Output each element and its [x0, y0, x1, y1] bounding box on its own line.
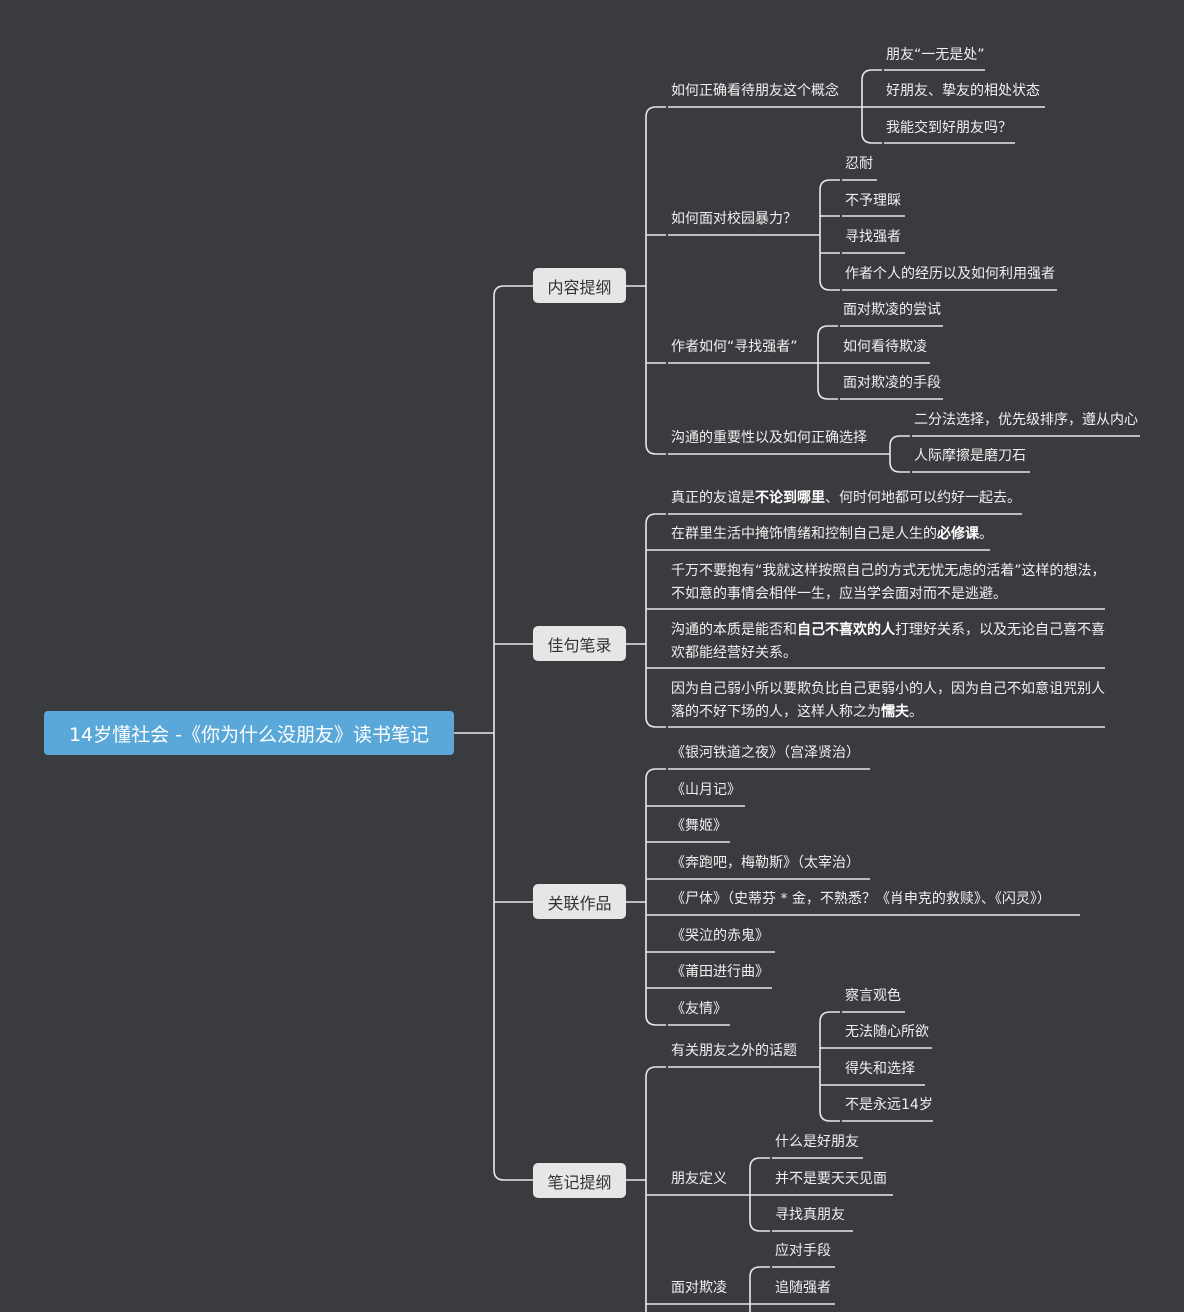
notes-2-item-3[interactable]: 寻找真朋友: [775, 1207, 845, 1223]
quote-5-text-a: 落的不好下场的人，这样人称之为: [671, 704, 881, 720]
outline-2-item-4[interactable]: 作者个人的经历以及如何利用强者: [845, 266, 1055, 282]
outline-3-item-2[interactable]: 如何看待欺凌: [843, 339, 927, 355]
quote-2[interactable]: 在群里生活中掩饰情绪和控制自己是人生的必修课。: [671, 523, 993, 546]
outline-3-item-1[interactable]: 面对欺凌的尝试: [843, 302, 941, 318]
quote-2-emphasis: 必修课: [937, 526, 979, 542]
quote-4-emphasis: 自己不喜欢的人: [797, 622, 895, 638]
quote-1-emphasis: 不论到哪里: [755, 490, 825, 506]
notes-1-item-4[interactable]: 不是永远14岁: [845, 1097, 933, 1113]
branch-quotes[interactable]: 佳句笔录: [533, 626, 626, 661]
quote-4-text-a: 沟通的本质是能否和: [671, 622, 797, 638]
quote-5-line-2: 落的不好下场的人，这样人称之为懦夫。: [671, 701, 1105, 724]
notes-3-item-1[interactable]: 应对手段: [775, 1243, 831, 1259]
quote-3[interactable]: 千万不要抱有“我就这样按照自己的方式无忧无虑的活着”这样的想法， 不如意的事情会相…: [671, 560, 1106, 606]
work-item-3[interactable]: 《舞姬》: [671, 818, 727, 834]
outline-4-item-2[interactable]: 人际摩擦是磨刀石: [914, 448, 1026, 464]
outline-topic-3[interactable]: 作者如何“寻找强者”: [671, 339, 798, 355]
quote-3-line-1: 千万不要抱有“我就这样按照自己的方式无忧无虑的活着”这样的想法，: [671, 563, 1106, 579]
outline-2-item-3[interactable]: 寻找强者: [845, 229, 901, 245]
quote-5-emphasis: 懦夫: [881, 704, 909, 720]
outline-4-item-1[interactable]: 二分法选择，优先级排序，遵从内心: [914, 412, 1138, 428]
work-item-6[interactable]: 《哭泣的赤鬼》: [671, 928, 769, 944]
quote-1-text-a: 真正的友谊是: [671, 490, 755, 506]
work-item-1[interactable]: 《银河铁道之夜》（宫泽贤治）: [671, 745, 860, 761]
outline-topic-1[interactable]: 如何正确看待朋友这个概念: [671, 83, 839, 99]
work-item-2[interactable]: 《山月记》: [671, 782, 741, 798]
branch-notes[interactable]: 笔记提纲: [533, 1163, 626, 1198]
work-item-8[interactable]: 《友情》: [671, 1001, 727, 1017]
quote-4-line-2: 欢都能经营好关系。: [671, 645, 797, 661]
outline-1-item-2[interactable]: 好朋友、挚友的相处状态: [886, 83, 1040, 99]
outline-1-item-1[interactable]: 朋友“一无是处”: [886, 47, 985, 63]
quote-2-text-a: 在群里生活中掩饰情绪和控制自己是人生的: [671, 526, 937, 542]
quote-4-text-c: 打理好关系，以及无论自己喜不喜: [895, 622, 1105, 638]
outline-3-item-3[interactable]: 面对欺凌的手段: [843, 375, 941, 391]
work-item-7[interactable]: 《莆田进行曲》: [671, 964, 769, 980]
notes-1-item-3[interactable]: 得失和选择: [845, 1061, 915, 1077]
work-item-4[interactable]: 《奔跑吧，梅勒斯》（太宰治）: [671, 855, 860, 871]
quote-2-text-c: 。: [979, 526, 993, 542]
outline-topic-4[interactable]: 沟通的重要性以及如何正确选择: [671, 430, 867, 446]
quote-4-line-1: 沟通的本质是能否和自己不喜欢的人打理好关系，以及无论自己喜不喜: [671, 619, 1105, 642]
outline-2-item-2[interactable]: 不予理睬: [845, 193, 901, 209]
notes-topic-2[interactable]: 朋友定义: [671, 1171, 727, 1187]
root-topic[interactable]: 14岁懂社会 -《你为什么没朋友》读书笔记: [44, 711, 454, 755]
branch-works[interactable]: 关联作品: [533, 884, 626, 919]
notes-topic-3[interactable]: 面对欺凌: [671, 1280, 727, 1296]
outline-topic-2[interactable]: 如何面对校园暴力？: [671, 211, 797, 227]
work-item-5[interactable]: 《尸体》（史蒂芬 * 金，不熟悉？《肖申克的救赎》、《闪灵》）: [671, 891, 1051, 907]
outline-2-item-1[interactable]: 忍耐: [845, 156, 873, 172]
quote-3-line-2: 不如意的事情会相伴一生，应当学会面对而不是逃避。: [671, 586, 1007, 602]
notes-1-item-1[interactable]: 察言观色: [845, 988, 901, 1004]
notes-2-item-2[interactable]: 并不是要天天见面: [775, 1171, 887, 1187]
notes-3-item-2[interactable]: 追随强者: [775, 1280, 831, 1296]
notes-2-item-1[interactable]: 什么是好朋友: [775, 1134, 859, 1150]
quote-5-line-1: 因为自己弱小所以要欺负比自己更弱小的人，因为自己不如意诅咒别人: [671, 681, 1105, 697]
quote-1[interactable]: 真正的友谊是不论到哪里、何时何地都可以约好一起去。: [671, 487, 1021, 510]
branch-outline[interactable]: 内容提纲: [533, 268, 626, 303]
quote-5[interactable]: 因为自己弱小所以要欺负比自己更弱小的人，因为自己不如意诅咒别人落的不好下场的人，…: [671, 678, 1105, 724]
notes-topic-1[interactable]: 有关朋友之外的话题: [671, 1043, 797, 1059]
quote-5-text-c: 。: [909, 704, 923, 720]
quote-4[interactable]: 沟通的本质是能否和自己不喜欢的人打理好关系，以及无论自己喜不喜欢都能经营好关系。: [671, 619, 1105, 665]
quote-1-text-c: 、何时何地都可以约好一起去。: [825, 490, 1021, 506]
outline-1-item-3[interactable]: 我能交到好朋友吗？: [886, 120, 1012, 136]
notes-1-item-2[interactable]: 无法随心所欲: [845, 1024, 929, 1040]
